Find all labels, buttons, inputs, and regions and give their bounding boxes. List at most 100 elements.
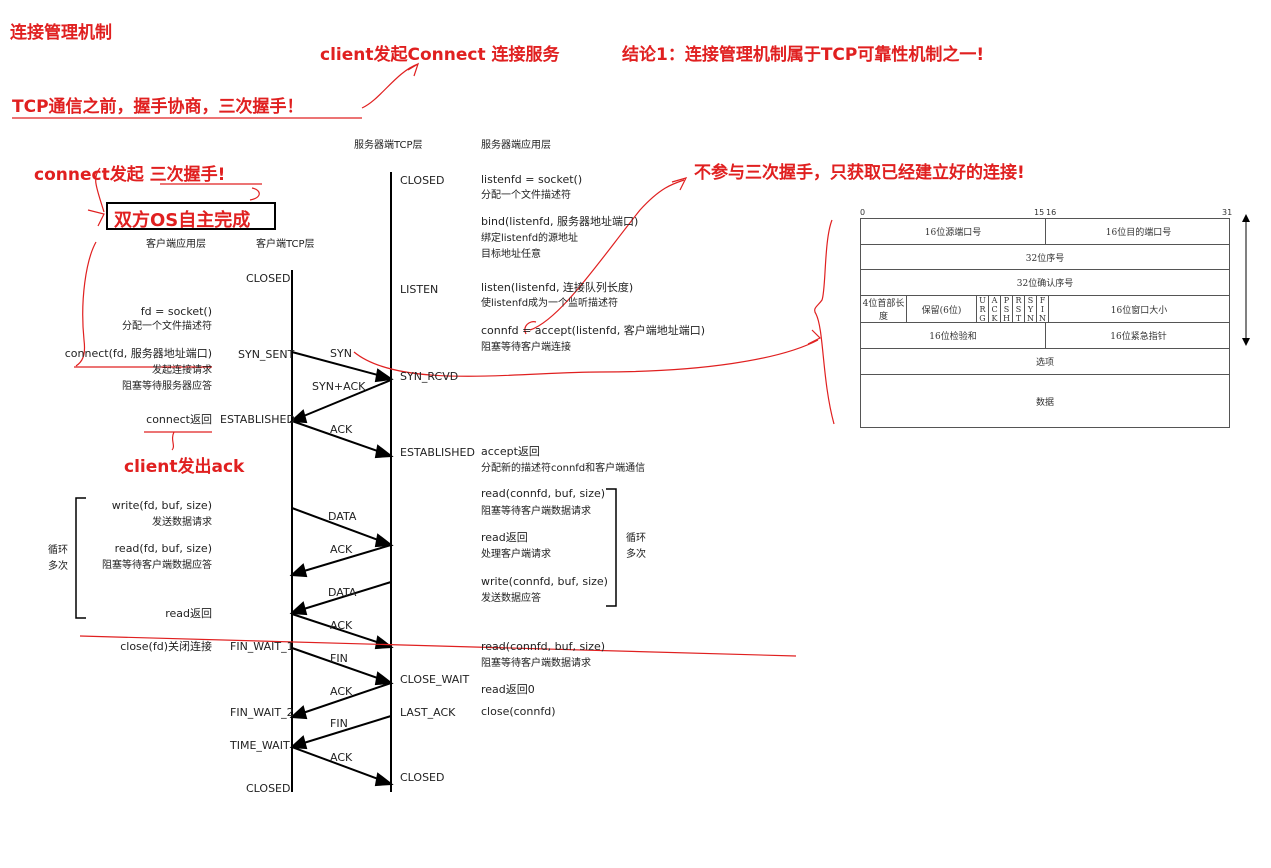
server-state-syn-rcvd: SYN_RCVD [400,370,459,383]
options-cell: 选项 [1035,358,1054,368]
msg-syn: SYN [330,347,352,360]
close-divider [79,635,797,657]
ack4-arrowhead [289,705,308,720]
server-read-ret-desc: 处理客户端请求 [481,549,551,560]
server-tcp-header: 服务器端TCP层 [354,140,423,151]
urgent-cell: 16位紧急指针 [1110,332,1167,342]
server-accept-ret-desc: 分配新的描述符connfd和客户端通信 [481,463,646,474]
msg-fin1: FIN [330,652,348,665]
ack-cell: 32位确认序号 [1016,279,1074,289]
left-curve-head [87,209,105,227]
msg-ack5: ACK [330,751,353,764]
client-connect: connect(fd, 服务器地址端口) [64,347,212,360]
client-ack-annotation: client发出ack [124,457,245,477]
bit-16: 16 [1046,208,1057,217]
header-left-brace [814,219,835,425]
synack-arrowhead [289,409,308,424]
server-loop-bracket [606,488,617,607]
client-close: close(fd)关闭连接 [120,640,212,653]
ack4-arrow [293,682,392,717]
msg-ack2: ACK [330,543,353,556]
client-read-desc: 阻塞等待客户端数据应答 [102,560,212,571]
src-port-cell: 16位源端口号 [861,219,1046,244]
accept-mark [524,321,537,335]
server-read-ret: read返回 [481,531,528,544]
client-connect-ret: connect返回 [146,413,212,426]
tcp-before-annotation: TCP通信之前，握手协商，三次握手！ [12,97,304,117]
server-bind: bind(listenfd, 服务器地址端口) [481,215,639,228]
client-write: write(fd, buf, size) [111,499,212,512]
connect-start-annotation: connect发起 三次握手! [34,165,226,185]
client-state-fin-wait-2: FIN_WAIT_2 [230,706,294,719]
seq-cell: 32位序号 [1025,253,1065,264]
syn-arrowhead [374,368,394,383]
window-cell: 16位窗口大小 [1110,305,1168,316]
server-loop-1: 循环 [626,533,646,544]
connect-ret-hook [171,431,175,451]
no-participate-annotation: 不参与三次握手，只获取已经建立好的连接! [694,163,1025,183]
title-annotation: 连接管理机制 [10,23,112,43]
checksum-cell: 16位检验和 [861,323,1046,348]
msg-ack4: ACK [330,685,353,698]
server-bind-desc2: 目标地址任意 [481,249,541,260]
client-connect-desc2: 阻塞等待服务器应答 [122,381,212,392]
server-state-established: ESTABLISHED [400,446,475,459]
left-side-curve [75,241,97,367]
client-socket: fd = socket() [140,305,212,318]
client-connect-desc1: 发起连接请求 [152,365,212,376]
server-listen-desc: 使listenfd成为一个监听描述符 [481,298,619,309]
row-data: 数据 [860,374,1230,428]
ack5-arrowhead [374,772,394,787]
msg-ack3: ACK [330,619,353,632]
synack-arrow [293,379,392,421]
data2-arrowhead [289,601,308,616]
msg-fin2: FIN [330,717,348,730]
msg-data1: DATA [328,510,357,523]
msg-synack: SYN+ACK [312,380,366,393]
server-write-desc: 发送数据应答 [481,593,541,604]
row-ports: 16位源端口号 16位目的端口号 [860,218,1230,244]
client-loop-2: 多次 [48,561,68,572]
header-span-arrow [1242,214,1250,346]
bit-0: 0 [860,208,866,217]
ack2-arrow [293,544,392,575]
server-accept: connfd = accept(listenfd, 客户端地址端口) [481,324,706,337]
data1-arrowhead [374,533,394,548]
server-state-last-ack: LAST_ACK [400,706,456,719]
tcp-header-diagram: 0 15 16 31 16位源端口号 16位目的端口号 32位序号 32位确认序… [860,208,1232,428]
client-state-closed-end: CLOSED [246,782,291,795]
server-loop-2: 多次 [626,549,646,560]
syn-to-header-curve [353,339,819,377]
hdr-len-cell: 4位首部长度 [861,296,907,322]
client-read: read(fd, buf, size) [114,542,212,555]
row-checksum: 16位检验和 16位紧急指针 [860,322,1230,348]
underline-hook [249,187,260,201]
client-state-time-wait: TIME_WAIT [230,739,290,752]
client-state-syn-sent: SYN_SENT [238,348,295,361]
fin2-arrowhead [289,735,308,750]
fin1-arrowhead [374,671,394,686]
server-bind-desc1: 绑定listenfd的源地址 [481,233,579,244]
server-app-header: 服务器端应用层 [481,140,551,151]
reserved-cell: 保留(6位) [907,296,977,322]
msg-ack1: ACK [330,423,353,436]
ack1-arrow [291,420,390,456]
data-cell: 数据 [1035,397,1054,408]
server-read2: read(connfd, buf, size) [481,640,606,653]
connect-curve [361,63,419,109]
left-curve-top [95,167,105,213]
data1-arrow [291,507,390,545]
row-seq: 32位序号 [860,244,1230,269]
server-state-closed: CLOSED [400,174,445,187]
server-state-closed-end: CLOSED [400,771,445,784]
client-state-established: ESTABLISHED [220,413,295,426]
accept-curve [529,179,685,331]
server-write: write(connfd, buf, size) [481,575,608,588]
client-app-header: 客户端应用层 [146,239,206,250]
